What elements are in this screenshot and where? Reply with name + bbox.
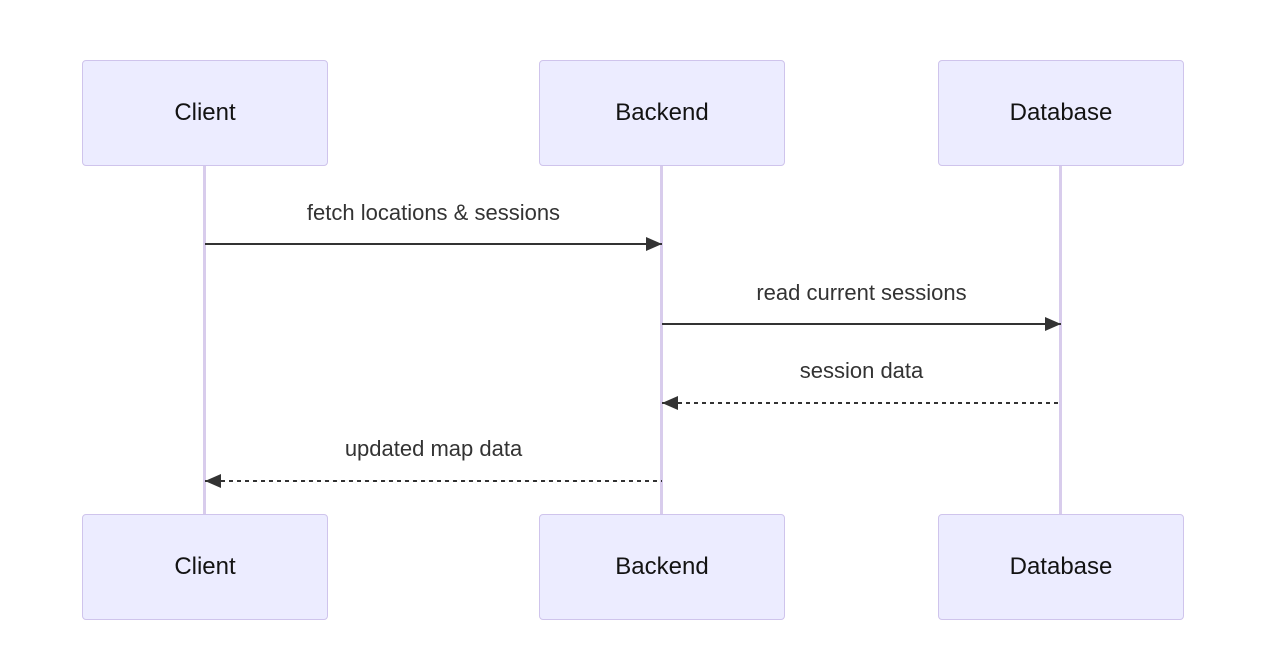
arrowhead-right-icon <box>646 237 662 251</box>
message-label-read-current-sessions: read current sessions <box>756 280 967 305</box>
actor-box-backend-top: Backend <box>539 60 785 166</box>
message-line-session-data <box>662 402 1061 404</box>
actor-box-client-bottom: Client <box>82 514 328 620</box>
actor-label-backend: Backend <box>615 553 709 580</box>
arrowhead-left-icon <box>205 474 221 488</box>
lifeline-database <box>1059 166 1062 514</box>
actor-label-database: Database <box>1009 553 1113 580</box>
actor-label-database: Database <box>1009 99 1113 126</box>
lifeline-client <box>203 166 206 514</box>
lifeline-backend <box>660 166 663 514</box>
actor-box-database-bottom: Database <box>938 514 1184 620</box>
message-line-fetch-locations-sessions <box>205 243 662 245</box>
actor-label-client: Client <box>174 99 236 126</box>
actor-label-client: Client <box>174 553 236 580</box>
message-label-updated-map-data: updated map data <box>344 436 523 461</box>
arrowhead-left-icon <box>662 396 678 410</box>
actor-box-client-top: Client <box>82 60 328 166</box>
actor-label-backend: Backend <box>615 99 709 126</box>
actor-box-database-top: Database <box>938 60 1184 166</box>
message-label-fetch-locations-sessions: fetch locations & sessions <box>306 200 561 225</box>
message-line-updated-map-data <box>205 480 662 482</box>
actor-box-backend-bottom: Backend <box>539 514 785 620</box>
message-line-read-current-sessions <box>662 323 1061 325</box>
arrowhead-right-icon <box>1045 317 1061 331</box>
message-label-session-data: session data <box>799 358 924 383</box>
